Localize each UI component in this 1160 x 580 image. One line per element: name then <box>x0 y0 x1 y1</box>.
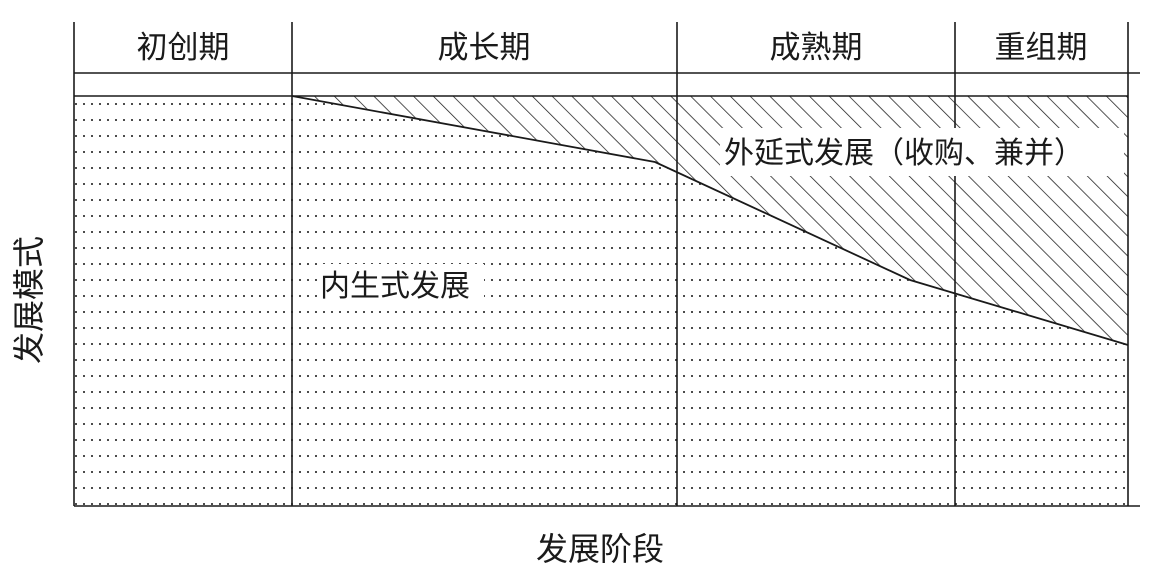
stage-label-maturity: 成熟期 <box>770 30 863 66</box>
external-development-label: 外延式发展（收购、兼并） <box>724 136 1084 171</box>
internal-development-region <box>74 96 1128 506</box>
y-axis-title: 发展模式 <box>10 236 48 364</box>
x-axis-title: 发展阶段 <box>536 530 664 568</box>
internal-development-label: 内生式发展 <box>320 269 470 304</box>
region-boundary-line <box>291 95 1129 346</box>
stage-label-startup: 初创期 <box>137 30 230 66</box>
stage-label-restructuring: 重组期 <box>995 30 1088 66</box>
stage-label-growth: 成长期 <box>438 30 531 66</box>
